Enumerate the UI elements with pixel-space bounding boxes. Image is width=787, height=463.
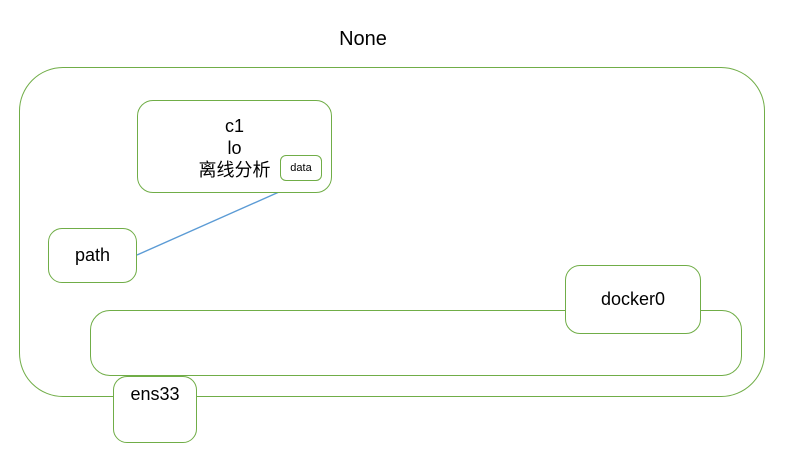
- node-c1[interactable]: c1 lo 离线分析: [137, 100, 332, 193]
- node-c1-label-line1: c1: [224, 116, 244, 136]
- diagram-title: None: [339, 28, 387, 50]
- node-c1-label-line3: 离线分析: [198, 160, 271, 180]
- node-path[interactable]: path: [48, 228, 137, 283]
- node-data-label: data: [290, 162, 312, 174]
- node-data[interactable]: data: [280, 155, 322, 181]
- node-docker0[interactable]: docker0: [565, 265, 701, 334]
- node-docker0-label: docker0: [600, 289, 666, 309]
- none-container-box[interactable]: [19, 67, 765, 397]
- node-ens33[interactable]: ens33: [113, 376, 197, 443]
- node-c1-label-line2: lo: [227, 138, 242, 158]
- node-path-label: path: [74, 245, 111, 265]
- node-ens33-label: ens33: [130, 384, 180, 404]
- bridge-box[interactable]: [90, 310, 742, 376]
